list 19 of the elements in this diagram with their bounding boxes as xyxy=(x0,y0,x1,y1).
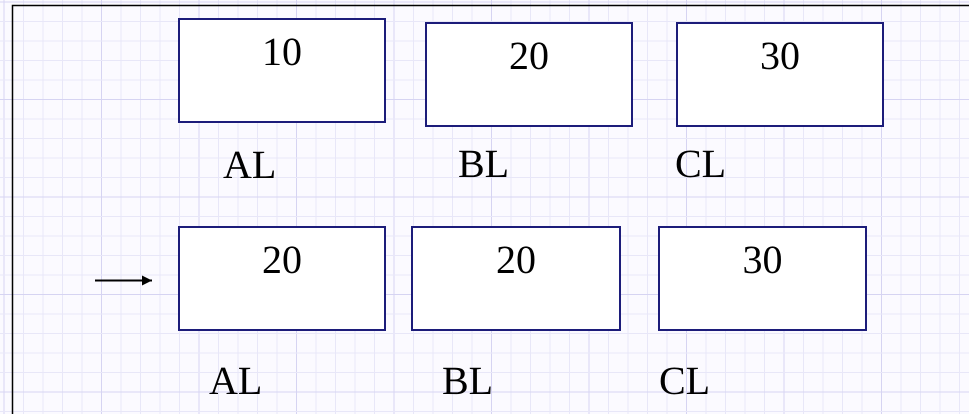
box-caption: BL xyxy=(442,361,494,401)
arrow xyxy=(95,276,152,286)
box-caption: CL xyxy=(659,361,710,401)
box-value: 20 xyxy=(496,240,536,280)
number-box xyxy=(178,226,386,331)
box-value: 10 xyxy=(262,32,302,72)
box-value: 30 xyxy=(760,36,800,76)
box-caption: AL xyxy=(209,361,262,401)
number-box xyxy=(178,18,386,123)
box-value: 20 xyxy=(509,36,549,76)
box-value: 30 xyxy=(742,240,782,280)
box-caption: AL xyxy=(223,145,276,185)
box-value: 20 xyxy=(262,240,302,280)
number-box xyxy=(658,226,867,331)
number-box xyxy=(676,22,884,127)
box-caption: CL xyxy=(675,144,726,184)
box-caption: BL xyxy=(458,144,510,184)
number-box xyxy=(425,22,633,127)
number-box xyxy=(411,226,621,331)
